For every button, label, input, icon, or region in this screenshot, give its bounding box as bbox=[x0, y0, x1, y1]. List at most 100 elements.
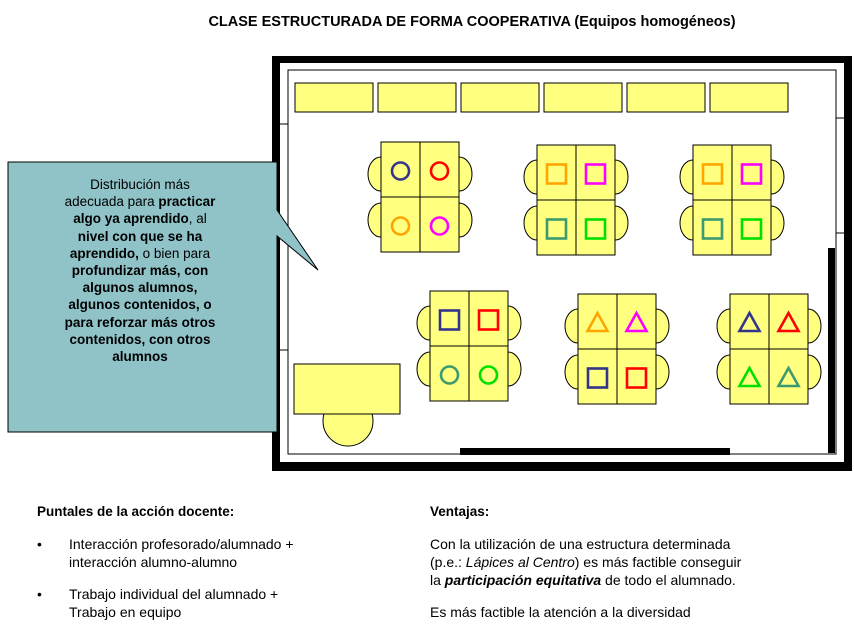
desk bbox=[577, 348, 618, 405]
pillar-item: • Trabajo individual del alumnado + Trab… bbox=[37, 585, 357, 621]
desk bbox=[768, 293, 809, 350]
callout-line: algunos alumnos, bbox=[14, 279, 266, 296]
student-group bbox=[564, 293, 670, 405]
advantage-paragraph: Es más factible la atención a la diversi… bbox=[430, 604, 691, 620]
pillar-item: • Interacción profesorado/alumnado + int… bbox=[37, 535, 357, 571]
student-circle-icon bbox=[478, 365, 499, 385]
student-circle-icon bbox=[429, 161, 450, 181]
callout-line: para reforzar más otros bbox=[14, 314, 266, 331]
pillars-heading: Puntales de la acción docente: bbox=[37, 504, 235, 519]
teaching-pillars-section: Puntales de la acción docente: • Interac… bbox=[37, 504, 357, 635]
callout-run: nivel con que se ha bbox=[77, 228, 203, 244]
student-square-icon bbox=[584, 218, 607, 240]
bullet-icon: • bbox=[37, 586, 42, 602]
bullet-icon: • bbox=[37, 536, 42, 552]
text-run: (p.e.: bbox=[430, 554, 466, 570]
callout-line: algo ya aprendido, al bbox=[14, 210, 266, 227]
advantage-line: Con la utilización de una estructura det… bbox=[430, 536, 731, 552]
student-circle-icon bbox=[439, 365, 460, 385]
desk bbox=[536, 199, 577, 256]
callout-line: nivel con que se ha bbox=[14, 228, 266, 245]
desk bbox=[616, 293, 657, 350]
technique-name: Lápices al Centro bbox=[465, 554, 575, 570]
student-square-icon bbox=[584, 163, 607, 185]
desk bbox=[768, 348, 809, 405]
advantages-heading: Ventajas: bbox=[430, 504, 490, 519]
callout-box bbox=[7, 161, 319, 433]
desk bbox=[729, 293, 770, 350]
pillar-line: Trabajo en equipo bbox=[69, 604, 182, 620]
callout-run: contenidos, con otros bbox=[69, 331, 211, 347]
callout-run: adecuada para bbox=[64, 194, 159, 210]
desk bbox=[692, 199, 733, 256]
callout-line: algunos contenidos, o bbox=[14, 296, 266, 313]
desk bbox=[731, 144, 772, 201]
desk bbox=[692, 144, 733, 201]
callout-run: algunos contenidos, o bbox=[68, 297, 212, 313]
student-group bbox=[679, 144, 785, 256]
page-title: CLASE ESTRUCTURADA DE FORMA COOPERATIVA … bbox=[208, 14, 736, 30]
callout-run: practicar bbox=[158, 194, 216, 210]
callout-line: contenidos, con otros bbox=[14, 331, 266, 348]
callout-run: Distribución más bbox=[90, 177, 190, 192]
student-square-icon bbox=[545, 163, 568, 185]
desk bbox=[575, 199, 616, 256]
student-groups bbox=[367, 141, 822, 405]
callout-line: Distribución más bbox=[14, 176, 266, 193]
teacher-desk bbox=[293, 363, 401, 447]
desk bbox=[380, 196, 421, 253]
desk bbox=[468, 345, 509, 402]
bottom-wall-board bbox=[460, 448, 730, 455]
student-group bbox=[523, 144, 629, 256]
callout-run: o bien para bbox=[138, 245, 211, 261]
wall-shelf bbox=[377, 82, 457, 113]
wall-shelves bbox=[294, 82, 789, 113]
text-run: la bbox=[430, 572, 445, 588]
callout-line: profundizar más, con bbox=[14, 262, 266, 279]
student-square-icon bbox=[586, 367, 609, 389]
student-group bbox=[416, 290, 522, 402]
desk bbox=[419, 141, 460, 198]
callout-run: algo ya aprendido bbox=[73, 211, 189, 227]
desk bbox=[429, 290, 470, 347]
pillar-line: Trabajo individual del alumnado + bbox=[69, 586, 279, 602]
desk bbox=[380, 141, 421, 198]
callout-line: alumnos bbox=[14, 348, 266, 365]
student-square-icon bbox=[477, 309, 500, 331]
callout-run: algunos alumnos, bbox=[82, 280, 198, 296]
callout-run: para reforzar más otros bbox=[64, 314, 216, 330]
wall-shelf bbox=[709, 82, 789, 113]
student-triangle-icon bbox=[624, 310, 649, 333]
desk bbox=[468, 290, 509, 347]
student-triangle-icon bbox=[585, 310, 610, 333]
student-square-icon bbox=[625, 367, 648, 389]
right-wall-board bbox=[828, 248, 835, 453]
advantage-line: la participación equitativa de todo el a… bbox=[430, 571, 854, 589]
advantages-section: Ventajas: Con la utilización de una estr… bbox=[430, 504, 854, 635]
student-circle-icon bbox=[390, 216, 411, 236]
student-square-icon bbox=[438, 309, 461, 331]
callout-line: aprendido, o bien para bbox=[14, 245, 266, 262]
emphasis-text: participación equitativa bbox=[444, 572, 602, 588]
student-triangle-icon bbox=[737, 310, 762, 333]
desk bbox=[577, 293, 618, 350]
desk bbox=[575, 144, 616, 201]
callout-run: , al bbox=[188, 211, 207, 227]
desk bbox=[429, 345, 470, 402]
wall-shelf bbox=[543, 82, 623, 113]
student-square-icon bbox=[701, 163, 724, 185]
student-circle-icon bbox=[429, 216, 450, 236]
wall-shelf bbox=[626, 82, 706, 113]
callout-line: adecuada para practicar bbox=[14, 193, 266, 210]
student-group bbox=[716, 293, 822, 405]
student-circle-icon bbox=[390, 161, 411, 181]
pillar-line: Interacción profesorado/alumnado + bbox=[69, 536, 294, 552]
advantage-line: (p.e.: Lápices al Centro) es más factibl… bbox=[430, 553, 854, 571]
student-triangle-icon bbox=[737, 365, 762, 388]
desk bbox=[729, 348, 770, 405]
student-square-icon bbox=[701, 218, 724, 240]
desk bbox=[536, 144, 577, 201]
student-square-icon bbox=[545, 218, 568, 240]
